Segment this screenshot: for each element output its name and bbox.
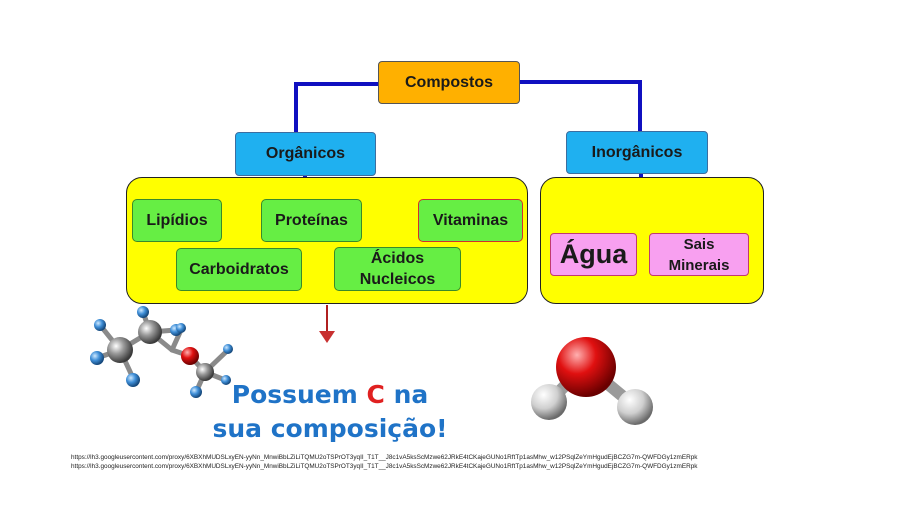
organicos-node: Orgânicos <box>235 132 376 176</box>
vitaminas-node: Vitaminas <box>418 199 523 242</box>
acidos-nucleicos-node: Ácidos Nucleicos <box>334 247 461 291</box>
carbon-message-line2: sua composição! <box>212 414 448 443</box>
root-node-label: Compostos <box>405 73 493 91</box>
agua-label: Água <box>559 239 628 269</box>
inorganicos-label: Inorgânicos <box>591 143 683 161</box>
message-part2: na <box>384 380 429 409</box>
acidos-nucleicos-label: Ácidos Nucleicos <box>359 250 436 288</box>
organicos-label: Orgânicos <box>265 145 346 162</box>
carboidratos-node: Carboidratos <box>176 248 302 291</box>
sais-minerais-node: Sais Minerais <box>649 233 749 276</box>
proteinas-node: Proteínas <box>261 199 362 242</box>
inorganicos-node: Inorgânicos <box>566 131 708 174</box>
source-url-1: https://lh3.googleusercontent.com/proxy/… <box>71 454 698 461</box>
carbon-message: Possuem C na sua composição! <box>205 378 455 446</box>
lipidios-label: Lipídios <box>146 211 208 229</box>
root-node: Compostos <box>378 61 520 104</box>
lipidios-node: Lipídios <box>132 199 222 242</box>
source-url-2: https://lh3.googleusercontent.com/proxy/… <box>71 463 698 470</box>
vitaminas-label: Vitaminas <box>432 211 509 229</box>
carboidratos-label: Carboidratos <box>189 260 289 278</box>
carbon-message-line1: Possuem C na <box>205 378 455 412</box>
sais-minerais-label: Sais Minerais <box>668 235 730 274</box>
down-arrow-icon <box>319 305 335 343</box>
agua-node: Água <box>550 233 637 276</box>
carbon-symbol: C <box>366 380 385 409</box>
message-part1: Possuem <box>231 380 367 409</box>
proteinas-label: Proteínas <box>275 211 348 229</box>
